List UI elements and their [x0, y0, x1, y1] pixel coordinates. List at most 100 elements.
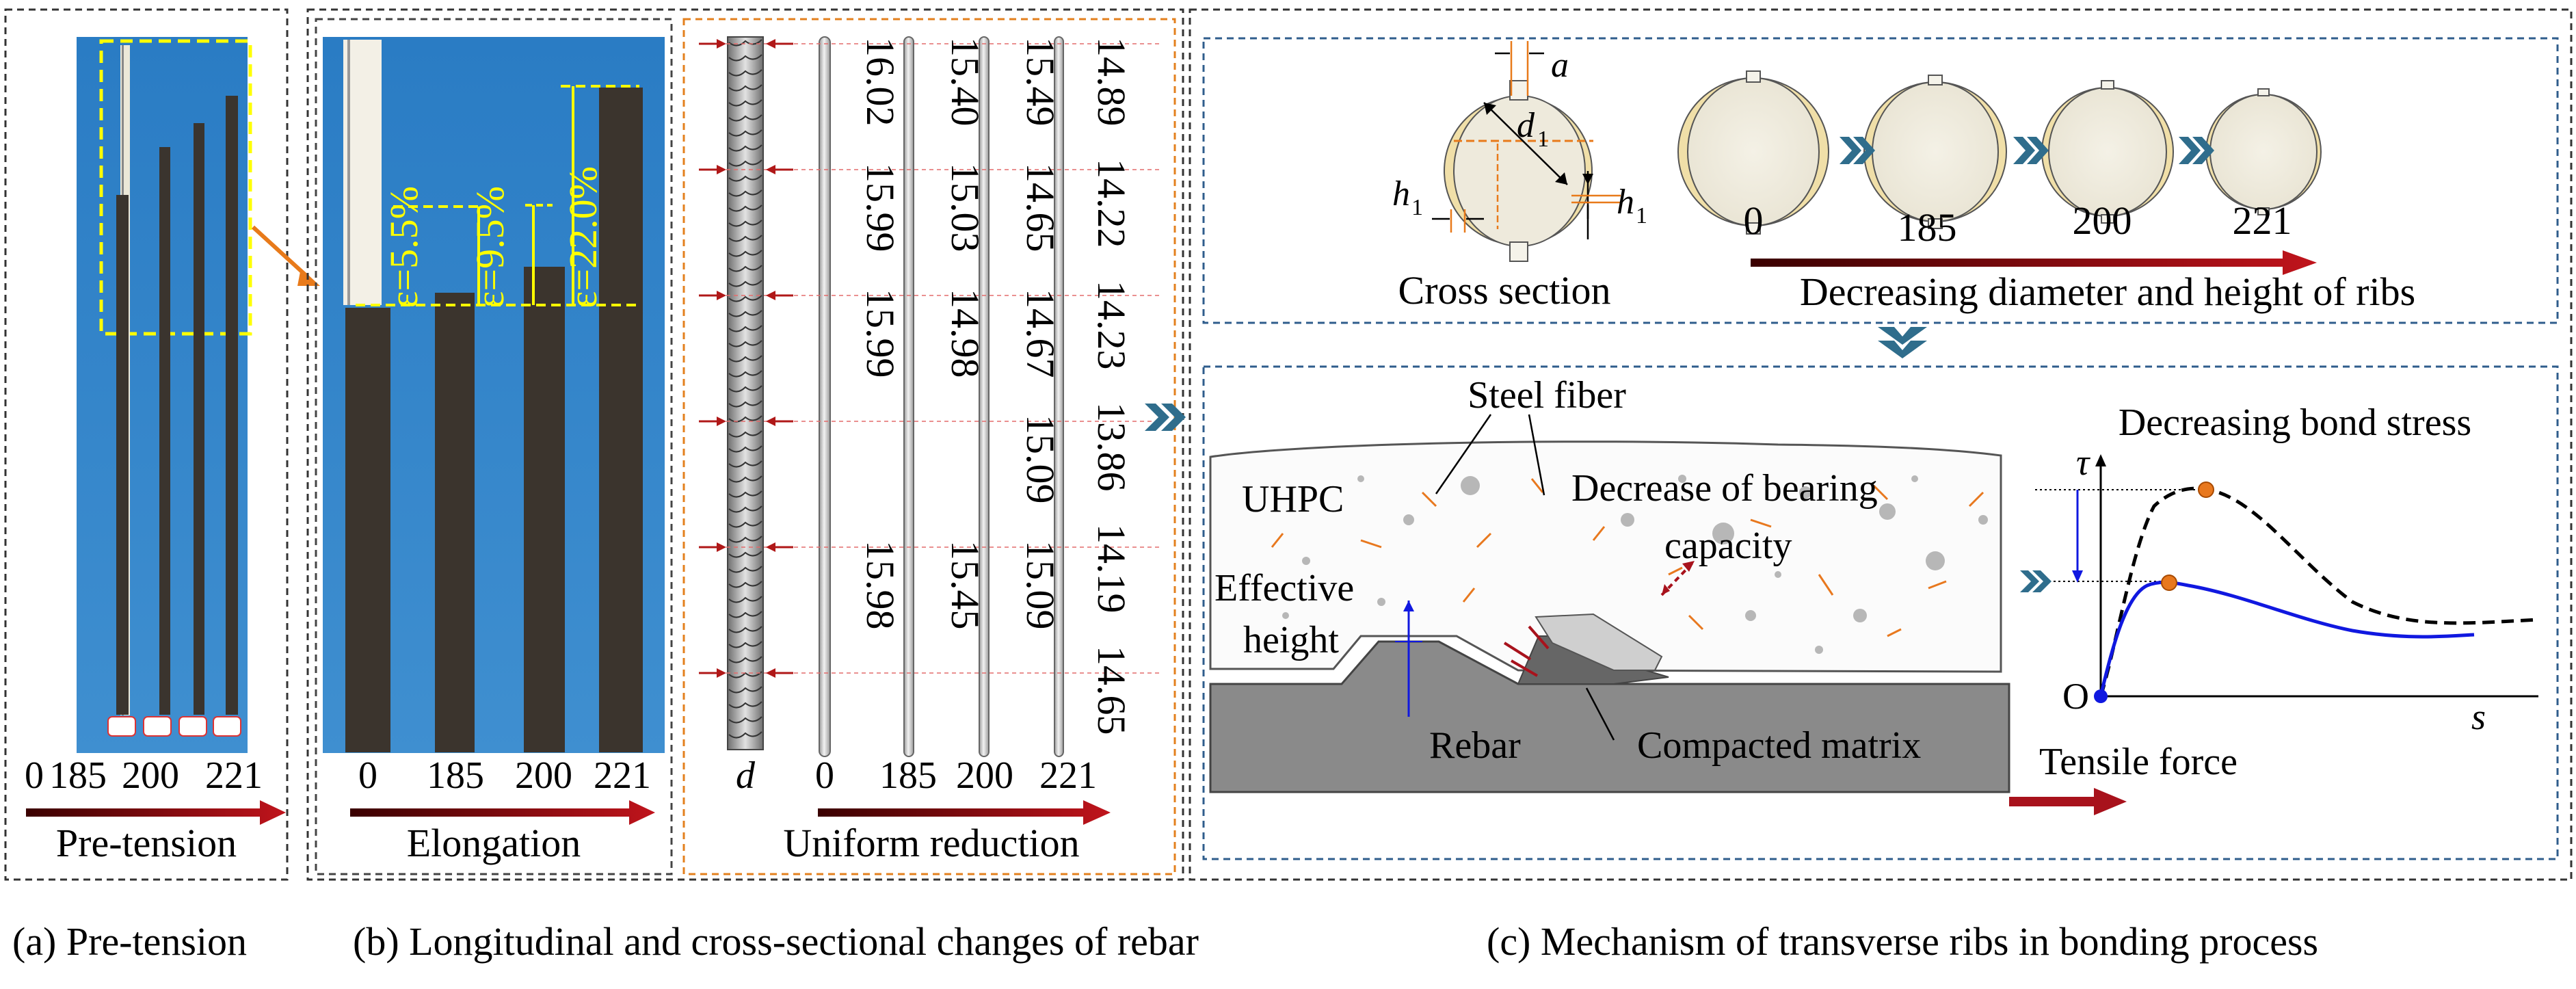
- tensile-arrow: [2009, 788, 2127, 815]
- fiber-pointer-2: [1528, 414, 1545, 496]
- measurement-arrows: [699, 39, 793, 678]
- sym-h1-left-sub: 1: [1411, 195, 1423, 220]
- caption-a: (a) Pre-tension: [12, 919, 247, 964]
- section-label-200: 200: [2073, 198, 2132, 243]
- elongation-frame: [315, 18, 673, 875]
- diameter-value: 15.98: [858, 540, 903, 630]
- peak-point-lower: [2161, 575, 2177, 591]
- sym-a: a: [1551, 46, 1569, 85]
- cross-section-frame: [1202, 37, 2559, 324]
- diameter-value: 15.99: [858, 289, 903, 378]
- rod-0: [819, 36, 831, 757]
- decreasing-label: Decreasing diameter and height of ribs: [1800, 269, 2415, 314]
- arrow-sections: [1751, 250, 2317, 275]
- diameter-value: 14.23: [1089, 280, 1134, 370]
- scale-b-221: 221: [594, 754, 651, 797]
- decrease-bearing-2: capacity: [1664, 525, 1792, 567]
- diameter-value: 15.40: [943, 37, 987, 127]
- uniform-frame: [682, 18, 1176, 875]
- sym-d1: d: [1517, 106, 1535, 145]
- diameter-symbol: d: [736, 754, 756, 797]
- diameter-value: 14.22: [1089, 159, 1134, 248]
- zoom-arrow: [251, 225, 310, 279]
- scale-u-200: 200: [956, 754, 1013, 797]
- compacted-label: Compacted matrix: [1637, 724, 1921, 767]
- diameter-value: 14.67: [1018, 289, 1063, 378]
- strain-lines: [356, 85, 639, 306]
- diameter-value: 14.89: [1089, 37, 1134, 127]
- diameter-values: 16.0215.9915.9915.9815.4015.0314.9815.45…: [858, 37, 1134, 735]
- diameter-value: 15.49: [1018, 37, 1063, 127]
- matrix-pointer: [1585, 687, 1615, 741]
- caption-c: (c) Mechanism of transverse ribs in bond…: [1487, 919, 2318, 964]
- origin-label: O: [2062, 676, 2089, 717]
- pretension-label: Pre-tension: [56, 821, 237, 865]
- tensile-label: Tensile force: [2039, 741, 2238, 783]
- panel-c-frame: [1189, 8, 2573, 881]
- section-200: [2041, 80, 2174, 224]
- section-221: [2205, 88, 2322, 215]
- diameter-value: 14.19: [1089, 524, 1134, 614]
- chevron-icon-graph: [2020, 570, 2051, 592]
- s-label: s: [2471, 696, 2486, 737]
- zoom-box: [99, 39, 252, 336]
- effective-label-2: height: [1243, 619, 1339, 661]
- rod-185: [903, 36, 914, 757]
- rod-200: [979, 36, 990, 757]
- strain-label-3: ε=22.0%: [561, 166, 605, 308]
- pressure-arrows: [1503, 625, 1550, 677]
- steel-fibers: [1271, 478, 1984, 637]
- strain-label-1: ε=5.5%: [382, 186, 426, 308]
- bond-curve-original: [2099, 486, 2538, 697]
- diameter-value: 16.02: [858, 37, 903, 127]
- scale-a-0: 0: [25, 754, 44, 797]
- cross-section-label: Cross section: [1398, 268, 1611, 313]
- ribbed-rebar-drawing: [727, 36, 764, 750]
- mechanism-frame: [1202, 365, 2559, 860]
- detached-wedge: [1535, 613, 1663, 671]
- elongation-label: Elongation: [407, 821, 581, 865]
- diameter-value: 13.86: [1089, 402, 1134, 492]
- scale-u-0: 0: [815, 754, 834, 797]
- diameter-value: 15.03: [943, 163, 987, 252]
- rod-221: [1054, 36, 1064, 757]
- peak-point-upper: [2198, 482, 2214, 498]
- uhpc-specks: [1282, 475, 1988, 654]
- photo-rebars-a: [107, 45, 241, 737]
- bond-title: Decreasing bond stress: [2119, 401, 2471, 444]
- scale-b-0: 0: [358, 754, 377, 797]
- scale-u-185: 185: [879, 754, 937, 797]
- diameter-value: 14.65: [1018, 163, 1063, 252]
- scale-u-221: 221: [1039, 754, 1097, 797]
- arrow-uniform: [818, 800, 1111, 825]
- caption-b: (b) Longitudinal and cross-sectional cha…: [353, 919, 1199, 964]
- section-185: [1863, 75, 2007, 229]
- fiber-pointer-1: [1435, 414, 1492, 494]
- origin-point: [2094, 689, 2108, 703]
- photo-rebars-b: [343, 40, 643, 752]
- section-label-185: 185: [1898, 205, 1957, 250]
- diameter-value: 15.09: [1018, 540, 1063, 630]
- uniform-label: Uniform reduction: [783, 821, 1079, 865]
- section-label-221: 221: [2233, 198, 2292, 243]
- rebar-label: Rebar: [1429, 724, 1521, 767]
- chevron-icons-sections: [1840, 137, 2214, 164]
- sym-h1-right-sub: 1: [1636, 203, 1647, 228]
- scale-a-200: 200: [122, 754, 179, 797]
- sym-d1-sub: 1: [1537, 127, 1549, 152]
- diameter-value: 14.65: [1089, 646, 1134, 735]
- panel-a-frame: [4, 8, 289, 881]
- diameter-value: 15.09: [1018, 414, 1063, 504]
- effective-label-1: Effective: [1214, 567, 1354, 609]
- diameter-value: 15.45: [943, 540, 987, 630]
- scale-b-200: 200: [515, 754, 572, 797]
- arrow-a: [26, 800, 286, 825]
- bond-curve-reduced: [2099, 580, 2475, 697]
- section-label-0: 0: [1744, 198, 1764, 243]
- cross-section-detail: [1432, 41, 1621, 262]
- strain-label-2: ε=9.5%: [468, 186, 512, 308]
- scale-a-185: 185: [49, 754, 107, 797]
- sym-h1-right: h: [1617, 183, 1634, 222]
- steel-fiber-label: Steel fiber: [1468, 374, 1626, 417]
